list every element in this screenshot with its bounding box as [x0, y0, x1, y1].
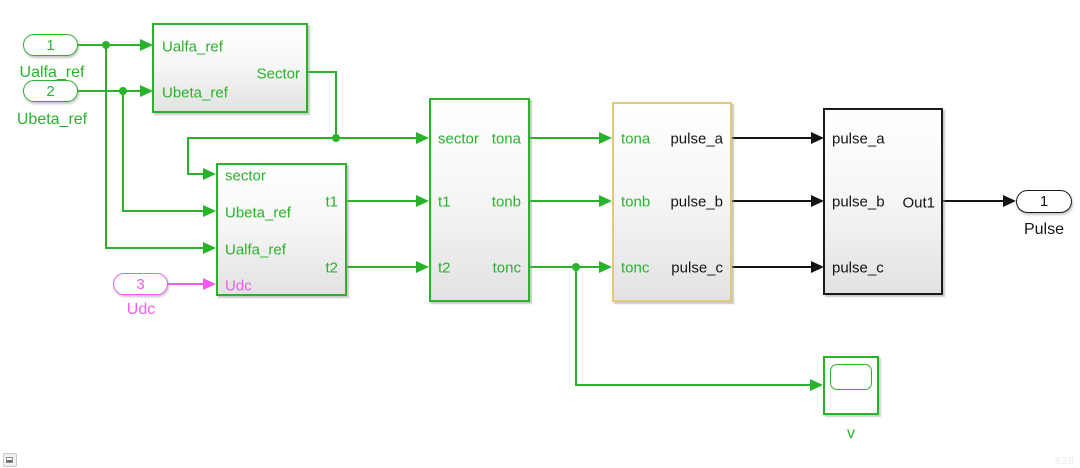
block-output-label: Sector — [256, 65, 300, 83]
inport-3-label: Udc — [126, 301, 156, 318]
subsystem-pulse-merge[interactable]: pulse_a pulse_b pulse_c Out1 — [823, 108, 943, 295]
block-input-label: pulse_c — [832, 259, 884, 277]
wire-sector-out-h[interactable] — [308, 71, 337, 73]
block-input-label: sector — [225, 167, 266, 185]
outport-1[interactable]: 1 — [1016, 190, 1072, 213]
wire-t2[interactable] — [347, 266, 417, 268]
block-input-label: Ubeta_ref — [162, 84, 228, 102]
wire-in2-branch-v[interactable] — [122, 90, 124, 212]
arrowhead-icon — [416, 132, 429, 144]
block-output-label: pulse_a — [670, 130, 723, 148]
wire-pulse-a[interactable] — [732, 137, 812, 139]
wire-in2-branch-h[interactable] — [122, 210, 204, 212]
block-input-label: pulse_a — [832, 130, 885, 148]
collapse-panel-icon — [6, 457, 13, 463]
arrowhead-icon — [599, 261, 612, 273]
block-output-label: tonc — [492, 259, 521, 277]
block-input-label: sector — [438, 130, 479, 148]
wire-sector-feedback-v[interactable] — [187, 137, 189, 174]
arrowhead-icon — [599, 132, 612, 144]
block-output-label: t1 — [325, 193, 338, 211]
branch-dot — [332, 134, 340, 142]
wire-tonc-to-scope-h[interactable] — [575, 384, 811, 386]
branch-dot — [119, 87, 127, 95]
inport-2-label: Ubeta_ref — [16, 111, 88, 128]
block-input-label: pulse_b — [832, 193, 885, 211]
wire-tonb[interactable] — [530, 200, 600, 202]
subsystem-sector-calc[interactable]: Ualfa_ref Ubeta_ref Sector — [152, 23, 308, 113]
block-output-label: t2 — [325, 259, 338, 277]
wire-tona[interactable] — [530, 137, 600, 139]
block-input-label: tonc — [621, 259, 650, 277]
block-input-label: tona — [621, 130, 651, 148]
scope-label: v — [847, 425, 855, 442]
outport-1-number: 1 — [1039, 193, 1049, 210]
wire-udc[interactable] — [168, 283, 204, 285]
inport-1[interactable]: 1 — [23, 34, 78, 56]
arrowhead-icon — [140, 85, 153, 97]
arrowhead-icon — [811, 132, 824, 144]
inport-2[interactable]: 2 — [23, 80, 78, 102]
block-input-label: Ualfa_ref — [225, 241, 286, 259]
arrowhead-icon — [203, 278, 216, 290]
scope-block[interactable] — [823, 356, 879, 415]
block-output-label: tona — [491, 130, 521, 148]
branch-dot — [102, 41, 110, 49]
wire-in2-to-sector-calc[interactable] — [78, 90, 141, 92]
inport-1-number: 1 — [46, 36, 55, 54]
arrowhead-icon — [811, 195, 824, 207]
wire-tonc[interactable] — [530, 266, 600, 268]
subsystem-time-calc[interactable]: sector Ubeta_ref Ualfa_ref Udc t1 t2 — [216, 163, 347, 296]
wire-t1[interactable] — [347, 200, 417, 202]
arrowhead-icon — [416, 261, 429, 273]
branch-dot — [572, 263, 580, 271]
wire-pulse-c[interactable] — [732, 266, 812, 268]
block-input-label: Udc — [225, 277, 252, 295]
arrowhead-icon — [416, 195, 429, 207]
inport-3[interactable]: 3 — [113, 273, 168, 295]
subsystem-pulse-calc[interactable]: tona tonb tonc pulse_a pulse_b pulse_c — [612, 102, 732, 302]
wire-sector-row[interactable] — [187, 137, 417, 139]
wire-pulse-b[interactable] — [732, 200, 812, 202]
arrowhead-icon — [203, 168, 216, 180]
wire-in1-branch-v[interactable] — [105, 44, 107, 248]
arrowhead-icon — [811, 261, 824, 273]
block-output-label: tonb — [491, 193, 521, 211]
inport-3-number: 3 — [136, 275, 145, 293]
arrowhead-icon — [140, 39, 153, 51]
block-input-label: tonb — [621, 193, 651, 211]
block-output-label: pulse_b — [670, 193, 723, 211]
watermark: 628 — [1055, 456, 1075, 467]
wire-sector-feedback-h[interactable] — [187, 173, 204, 175]
block-input-label: Ualfa_ref — [162, 38, 223, 56]
arrowhead-icon — [599, 195, 612, 207]
outport-1-label: Pulse — [1023, 221, 1065, 238]
arrowhead-icon — [1003, 195, 1016, 207]
arrowhead-icon — [810, 379, 823, 391]
wire-sector-out-v[interactable] — [335, 71, 337, 138]
block-output-label: Out1 — [902, 194, 935, 212]
inport-1-label: Ualfa_ref — [19, 64, 85, 81]
block-input-label: Ubeta_ref — [225, 204, 291, 222]
hidden-content-widget-button[interactable] — [3, 453, 17, 467]
block-input-label: t1 — [438, 193, 451, 211]
wire-in1-branch-h[interactable] — [105, 247, 204, 249]
scope-screen-icon — [830, 364, 872, 390]
block-input-label: t2 — [438, 259, 451, 277]
subsystem-ton-calc[interactable]: sector t1 t2 tona tonb tonc — [429, 98, 530, 302]
wire-out1-to-pulse[interactable] — [943, 200, 1004, 202]
block-output-label: pulse_c — [671, 259, 723, 277]
wire-tonc-to-scope-v[interactable] — [575, 266, 577, 386]
inport-2-number: 2 — [46, 82, 55, 100]
arrowhead-icon — [203, 205, 216, 217]
arrowhead-icon — [203, 242, 216, 254]
